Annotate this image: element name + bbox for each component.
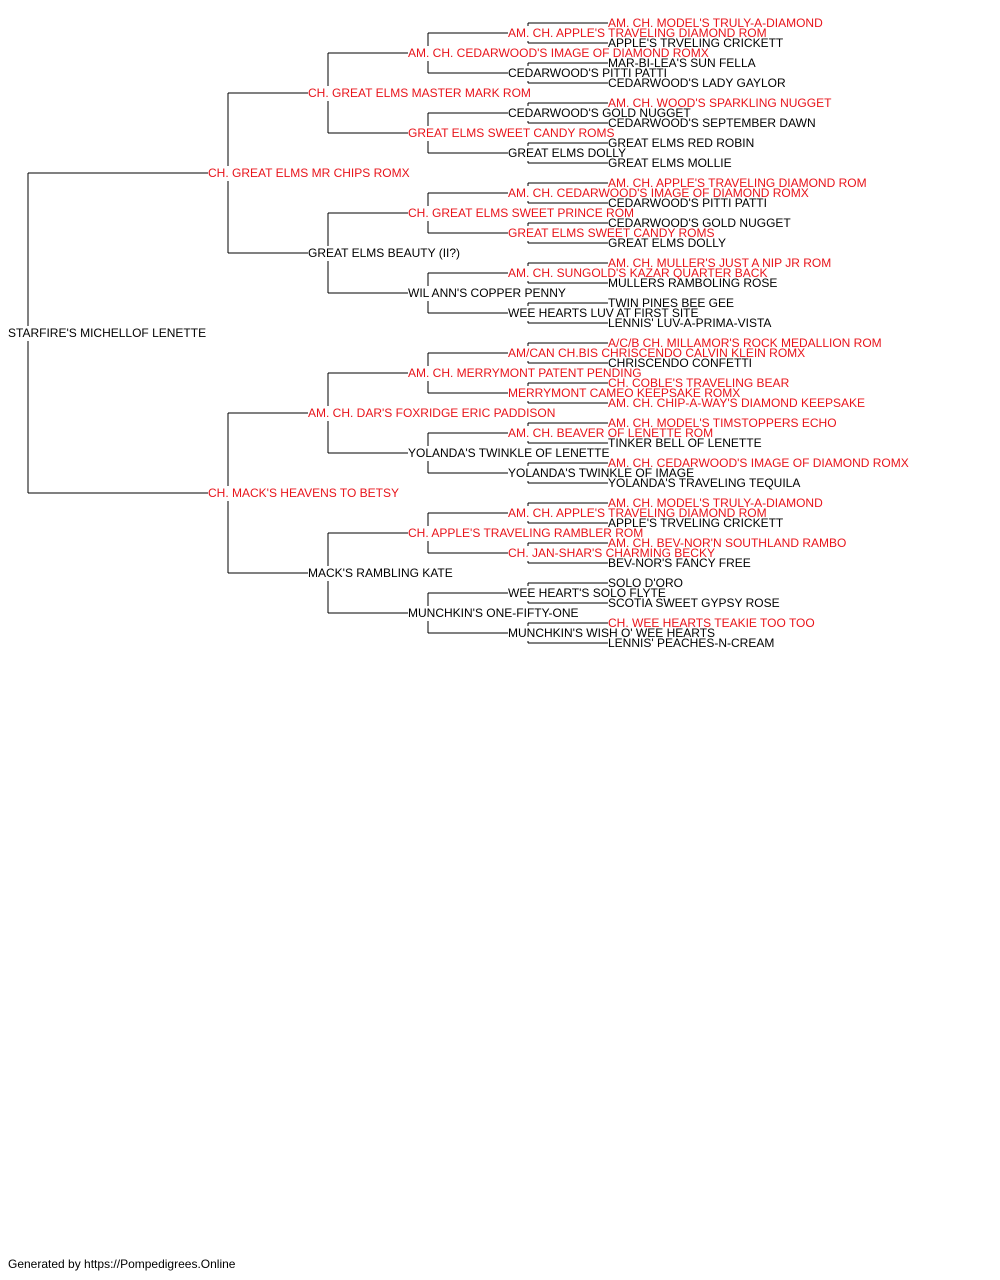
sire-gen5-name[interactable]: AM. CH. CEDARWOOD'S IMAGE OF DIAMOND ROM… bbox=[608, 456, 909, 470]
dam-gen5-name[interactable]: MULLERS RAMBOLING ROSE bbox=[608, 276, 778, 290]
sire-gen4-name[interactable]: AM. CH. APPLE'S TRAVELING DIAMOND ROM bbox=[508, 506, 767, 520]
dam-gen5-name[interactable]: TINKER BELL OF LENETTE bbox=[608, 436, 762, 450]
dam-gen3-name[interactable]: MUNCHKIN'S ONE-FIFTY-ONE bbox=[408, 606, 579, 620]
dam-gen4-name[interactable]: YOLANDA'S TWINKLE OF IMAGE bbox=[508, 466, 695, 480]
dam-gen5-name[interactable]: GREAT ELMS DOLLY bbox=[608, 236, 727, 250]
dam-gen4-name[interactable]: GREAT ELMS SWEET CANDY ROMS bbox=[508, 226, 715, 240]
generated-by-footer: Generated by https://Pompedigrees.Online bbox=[8, 1257, 236, 1271]
dam-gen5-name[interactable]: APPLE'S TRVELING CRICKETT bbox=[608, 36, 784, 50]
sire-gen1-name[interactable]: CH. GREAT ELMS MR CHIPS ROMX bbox=[208, 166, 410, 180]
dam-gen5-name[interactable]: APPLE'S TRVELING CRICKETT bbox=[608, 516, 784, 530]
sire-gen4-name[interactable]: AM. CH. SUNGOLD'S KAZAR QUARTER BACK bbox=[508, 266, 768, 280]
dam-gen4-name[interactable]: CH. JAN-SHAR'S CHARMING BECKY bbox=[508, 546, 715, 560]
dam-gen5-name[interactable]: LENNIS' PEACHES-N-CREAM bbox=[608, 636, 775, 650]
sire-gen5-name[interactable]: SOLO D'ORO bbox=[608, 576, 683, 590]
sire-gen5-name[interactable]: CH. COBLE'S TRAVELING BEAR bbox=[608, 376, 790, 390]
sire-gen4-name[interactable]: AM. CH. CEDARWOOD'S IMAGE OF DIAMOND ROM… bbox=[508, 186, 809, 200]
sire-gen3-name[interactable]: CH. GREAT ELMS SWEET PRINCE ROM bbox=[408, 206, 635, 220]
sire-gen5-name[interactable]: AM. CH. MODEL'S TRULY-A-DIAMOND bbox=[608, 496, 823, 510]
dam-gen4-name[interactable]: GREAT ELMS DOLLY bbox=[508, 146, 627, 160]
dam-gen5-name[interactable]: CEDARWOOD'S SEPTEMBER DAWN bbox=[608, 116, 816, 130]
dam-gen2-name[interactable]: GREAT ELMS BEAUTY (II?) bbox=[308, 246, 461, 260]
sire-gen5-name[interactable]: AM. CH. MODEL'S TRULY-A-DIAMOND bbox=[608, 16, 823, 30]
dam-gen4-name[interactable]: CEDARWOOD'S PITTI PATTI bbox=[508, 66, 667, 80]
sire-gen5-name[interactable]: GREAT ELMS RED ROBIN bbox=[608, 136, 755, 150]
dam-gen5-name[interactable]: LENNIS' LUV-A-PRIMA-VISTA bbox=[608, 316, 772, 330]
sire-gen3-name[interactable]: CH. APPLE'S TRAVELING RAMBLER ROM bbox=[408, 526, 644, 540]
dam-gen5-name[interactable]: CHRISCENDO CONFETTI bbox=[608, 356, 752, 370]
subject-dog-name[interactable]: STARFIRE'S MICHELLOF LENETTE bbox=[8, 326, 207, 340]
dam-gen3-name[interactable]: WIL ANN'S COPPER PENNY bbox=[408, 286, 566, 300]
dam-gen5-name[interactable]: CEDARWOOD'S LADY GAYLOR bbox=[608, 76, 786, 90]
dam-gen5-name[interactable]: CEDARWOOD'S PITTI PATTI bbox=[608, 196, 767, 210]
sire-gen4-name[interactable]: AM. CH. BEAVER OF LENETTE ROM bbox=[508, 426, 714, 440]
sire-gen5-name[interactable]: AM. CH. BEV-NOR'N SOUTHLAND RAMBO bbox=[608, 536, 847, 550]
sire-gen5-name[interactable]: AM. CH. WOOD'S SPARKLING NUGGET bbox=[608, 96, 832, 110]
sire-gen5-name[interactable]: AM. CH. MODEL'S TIMSTOPPERS ECHO bbox=[608, 416, 837, 430]
dam-gen5-name[interactable]: GREAT ELMS MOLLIE bbox=[608, 156, 732, 170]
sire-gen5-name[interactable]: AM. CH. MULLER'S JUST A NIP JR ROM bbox=[608, 256, 832, 270]
sire-gen3-name[interactable]: AM. CH. MERRYMONT PATENT PENDING bbox=[408, 366, 642, 380]
dam-gen5-name[interactable]: SCOTIA SWEET GYPSY ROSE bbox=[608, 596, 780, 610]
sire-gen5-name[interactable]: CH. WEE HEARTS TEAKIE TOO TOO bbox=[608, 616, 815, 630]
dam-gen5-name[interactable]: BEV-NOR'S FANCY FREE bbox=[608, 556, 751, 570]
sire-gen2-name[interactable]: AM. CH. DAR'S FOXRIDGE ERIC PADDISON bbox=[308, 406, 556, 420]
sire-gen5-name[interactable]: AM. CH. APPLE'S TRAVELING DIAMOND ROM bbox=[608, 176, 867, 190]
dam-gen4-name[interactable]: MUNCHKIN'S WISH O' WEE HEARTS bbox=[508, 626, 716, 640]
sire-gen5-name[interactable]: A/C/B CH. MILLAMOR'S ROCK MEDALLION ROM bbox=[608, 336, 882, 350]
sire-gen4-name[interactable]: WEE HEART'S SOLO FLYTE bbox=[508, 586, 666, 600]
sire-gen4-name[interactable]: CEDARWOOD'S GOLD NUGGET bbox=[508, 106, 691, 120]
dam-gen2-name[interactable]: MACK'S RAMBLING KATE bbox=[308, 566, 453, 580]
dam-gen1-name[interactable]: CH. MACK'S HEAVENS TO BETSY bbox=[208, 486, 400, 500]
dam-gen3-name[interactable]: GREAT ELMS SWEET CANDY ROMS bbox=[408, 126, 615, 140]
dam-gen4-name[interactable]: WEE HEARTS LUV AT FIRST SITE bbox=[508, 306, 699, 320]
sire-gen5-name[interactable]: CEDARWOOD'S GOLD NUGGET bbox=[608, 216, 791, 230]
dam-gen3-name[interactable]: YOLANDA'S TWINKLE OF LENETTE bbox=[408, 446, 610, 460]
sire-gen5-name[interactable]: MAR-BI-LEA'S SUN FELLA bbox=[608, 56, 756, 70]
sire-gen3-name[interactable]: AM. CH. CEDARWOOD'S IMAGE OF DIAMOND ROM… bbox=[408, 46, 709, 60]
sire-gen2-name[interactable]: CH. GREAT ELMS MASTER MARK ROM bbox=[308, 86, 531, 100]
dam-gen5-name[interactable]: YOLANDA'S TRAVELING TEQUILA bbox=[608, 476, 801, 490]
dam-gen4-name[interactable]: MERRYMONT CAMEO KEEPSAKE ROMX bbox=[508, 386, 741, 400]
sire-gen4-name[interactable]: AM/CAN CH.BIS CHRISCENDO CALVIN KLEIN RO… bbox=[508, 346, 806, 360]
dam-gen5-name[interactable]: AM. CH. CHIP-A-WAY'S DIAMOND KEEPSAKE bbox=[608, 396, 865, 410]
sire-gen5-name[interactable]: TWIN PINES BEE GEE bbox=[608, 296, 735, 310]
sire-gen4-name[interactable]: AM. CH. APPLE'S TRAVELING DIAMOND ROM bbox=[508, 26, 767, 40]
